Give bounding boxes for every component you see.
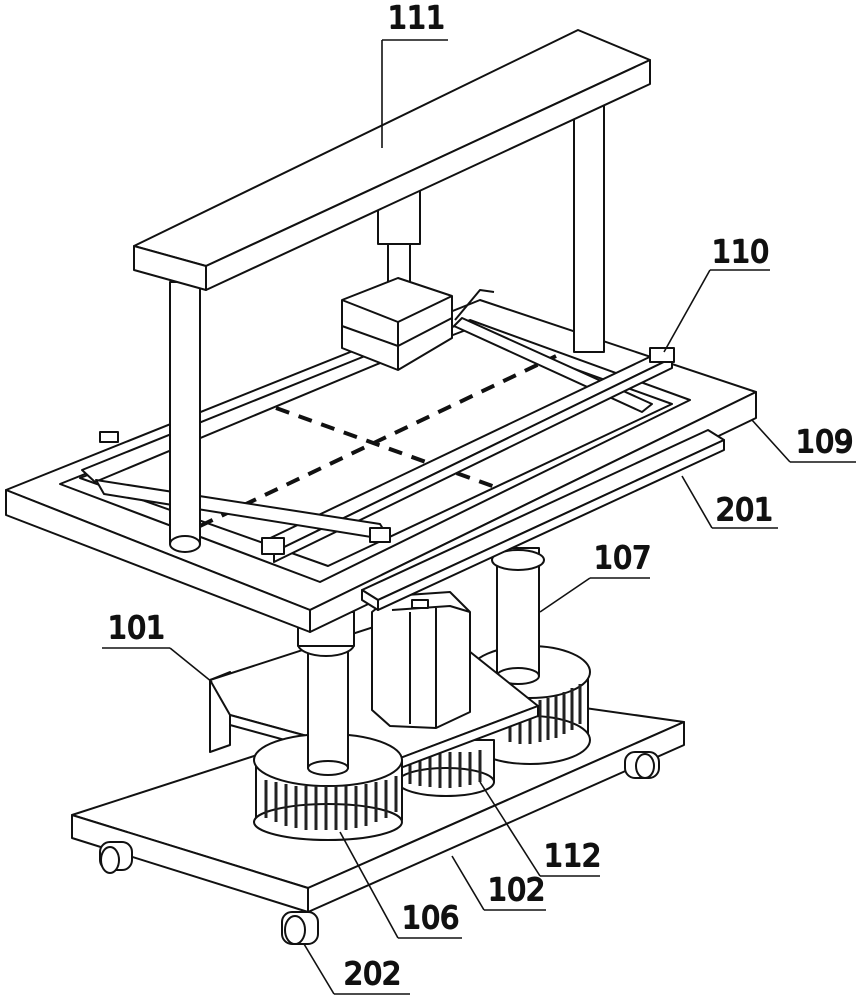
label-111: 111 [388,1,445,36]
label-102: 102 [488,873,545,908]
label-112: 112 [544,839,601,874]
leader-lines [102,39,856,995]
caster-left [99,841,133,874]
label-110: 110 [712,235,769,270]
caster-front [281,911,319,945]
column-front [297,611,355,776]
label-101: 101 [108,611,165,646]
caster-right [624,751,660,779]
gantry-beam [133,29,651,291]
work-area-axes [199,354,557,528]
tool-head [341,277,453,371]
side-tray [361,429,725,611]
label-202: 202 [344,957,401,992]
motor-housing [371,591,471,729]
label-109: 109 [796,425,853,460]
gantry-post-left [169,281,201,553]
label-107: 107 [594,541,651,576]
cross-bar [261,347,675,563]
column-back [491,547,545,685]
label-106: 106 [402,901,459,936]
gantry-post-right [573,97,605,353]
label-201: 201 [716,493,773,528]
